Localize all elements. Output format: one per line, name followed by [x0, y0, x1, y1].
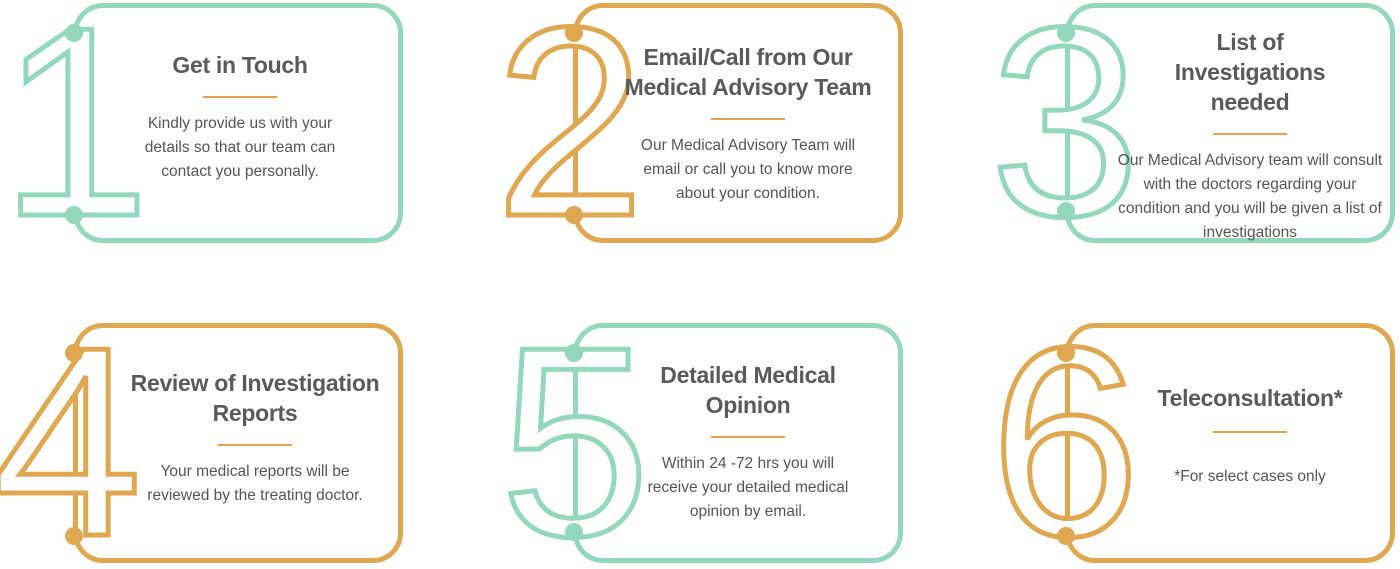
connector-dot	[1057, 202, 1075, 220]
step-number-1: 1	[0, 0, 153, 276]
step-title: List of Investigations needed	[1174, 29, 1326, 115]
svg-text:2: 2	[495, 0, 645, 273]
connector-dot	[565, 523, 583, 541]
step-title: Review of Investigation Reports	[130, 370, 380, 426]
step-content-5: Detailed Medical Opinion Within 24 -72 h…	[638, 360, 858, 524]
step-content-3: List of Investigations needed Our Medica…	[1115, 27, 1385, 245]
step-title: Email/Call from Our Medical Advisory Tea…	[624, 44, 872, 100]
step-title: Get in Touch	[172, 52, 308, 78]
step-title: Detailed Medical Opinion	[660, 362, 836, 418]
step-content-2: Email/Call from Our Medical Advisory Tea…	[618, 42, 878, 206]
svg-text:6: 6	[990, 292, 1140, 569]
connector-dot	[565, 206, 583, 224]
step-card-2	[573, 3, 903, 243]
divider	[1213, 431, 1287, 433]
connector-dot	[65, 527, 83, 545]
connector-dot	[1057, 527, 1075, 545]
step-description: *For select cases only	[1174, 468, 1326, 485]
step-description: Kindly provide us with your details so t…	[144, 115, 336, 180]
step-description: Our Medical Advisory Team will email or …	[640, 137, 856, 202]
connector-dot	[1057, 344, 1075, 362]
connector-dot	[65, 206, 83, 224]
step-content-4: Review of Investigation Reports Your med…	[125, 368, 385, 508]
step-title: Teleconsultation*	[1157, 385, 1343, 411]
step-description: Your medical reports will be reviewed by…	[147, 463, 363, 504]
divider	[218, 444, 292, 446]
connector-dot	[65, 24, 83, 42]
connector-dot	[1057, 24, 1075, 42]
svg-text:4: 4	[0, 292, 142, 569]
step-number-6: 6	[988, 290, 1143, 569]
svg-text:3: 3	[990, 0, 1140, 273]
step-description: Our Medical Advisory team will consult w…	[1117, 152, 1383, 241]
svg-text:5: 5	[500, 292, 650, 569]
step-content-6: Teleconsultation* *For select cases only	[1130, 383, 1370, 489]
divider	[203, 96, 277, 98]
step-card-4	[73, 323, 403, 563]
divider	[711, 118, 785, 120]
connector-dot	[565, 24, 583, 42]
divider	[711, 436, 785, 438]
step-content-1: Get in Touch Kindly provide us with your…	[130, 50, 350, 184]
divider	[1213, 133, 1287, 135]
svg-text:1: 1	[0, 0, 150, 273]
step-number-3: 3	[988, 0, 1143, 276]
step-card-3	[1065, 3, 1395, 243]
step-card-1	[73, 3, 403, 243]
step-card-5	[573, 323, 903, 563]
step-number-5: 5	[498, 290, 653, 569]
connector-dot	[65, 344, 83, 362]
step-number-2: 2	[493, 0, 648, 276]
step-card-6	[1065, 323, 1395, 563]
step-description: Within 24 -72 hrs you will receive your …	[647, 455, 849, 520]
connector-dot	[565, 344, 583, 362]
step-number-4: 4	[0, 290, 145, 569]
